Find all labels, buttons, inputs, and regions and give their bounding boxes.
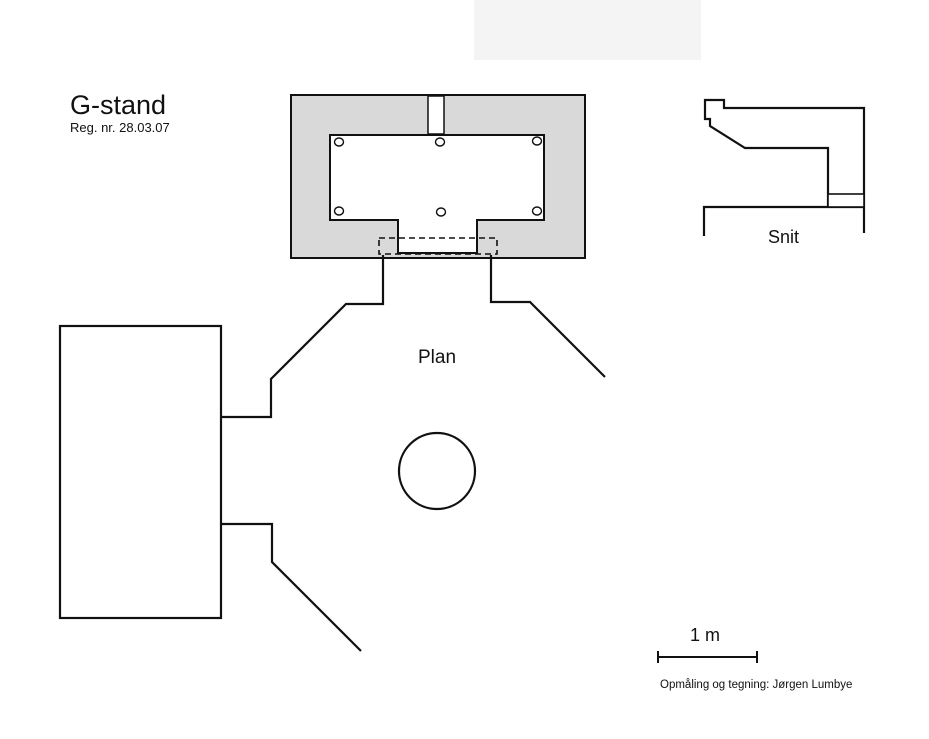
bunker-plan [290, 94, 586, 259]
bolt-hole [333, 137, 345, 147]
plan-label: Plan [418, 347, 456, 368]
bolt-hole [333, 206, 345, 216]
bolt-hole [531, 206, 543, 216]
section-opening [827, 193, 865, 208]
bolt-hole [435, 207, 447, 217]
section-profile [703, 98, 866, 207]
scale-label: 1 m [690, 625, 720, 645]
left-structure [58, 324, 223, 620]
trench-wall-right [489, 255, 606, 378]
section-ground-line [702, 205, 864, 236]
trench-wall-left-lower [222, 522, 362, 652]
drawing-title: G-stand [70, 90, 166, 120]
scale-bar: 1 m [657, 625, 758, 663]
trench-wall-left-upper [222, 255, 385, 419]
credit-text: Opmåling og tegning: Jørgen Lumbye [660, 679, 852, 691]
entrance-dashed-outline [378, 237, 498, 255]
registration-number: Reg. nr. 28.03.07 [70, 120, 170, 135]
section-label: Snit [768, 227, 799, 247]
wall-opening [427, 95, 445, 135]
section-drawing: Snit [702, 98, 866, 247]
circular-foundation [397, 431, 477, 511]
scan-artifact [474, 0, 701, 60]
bolt-hole [434, 137, 446, 147]
bolt-hole [531, 136, 543, 146]
